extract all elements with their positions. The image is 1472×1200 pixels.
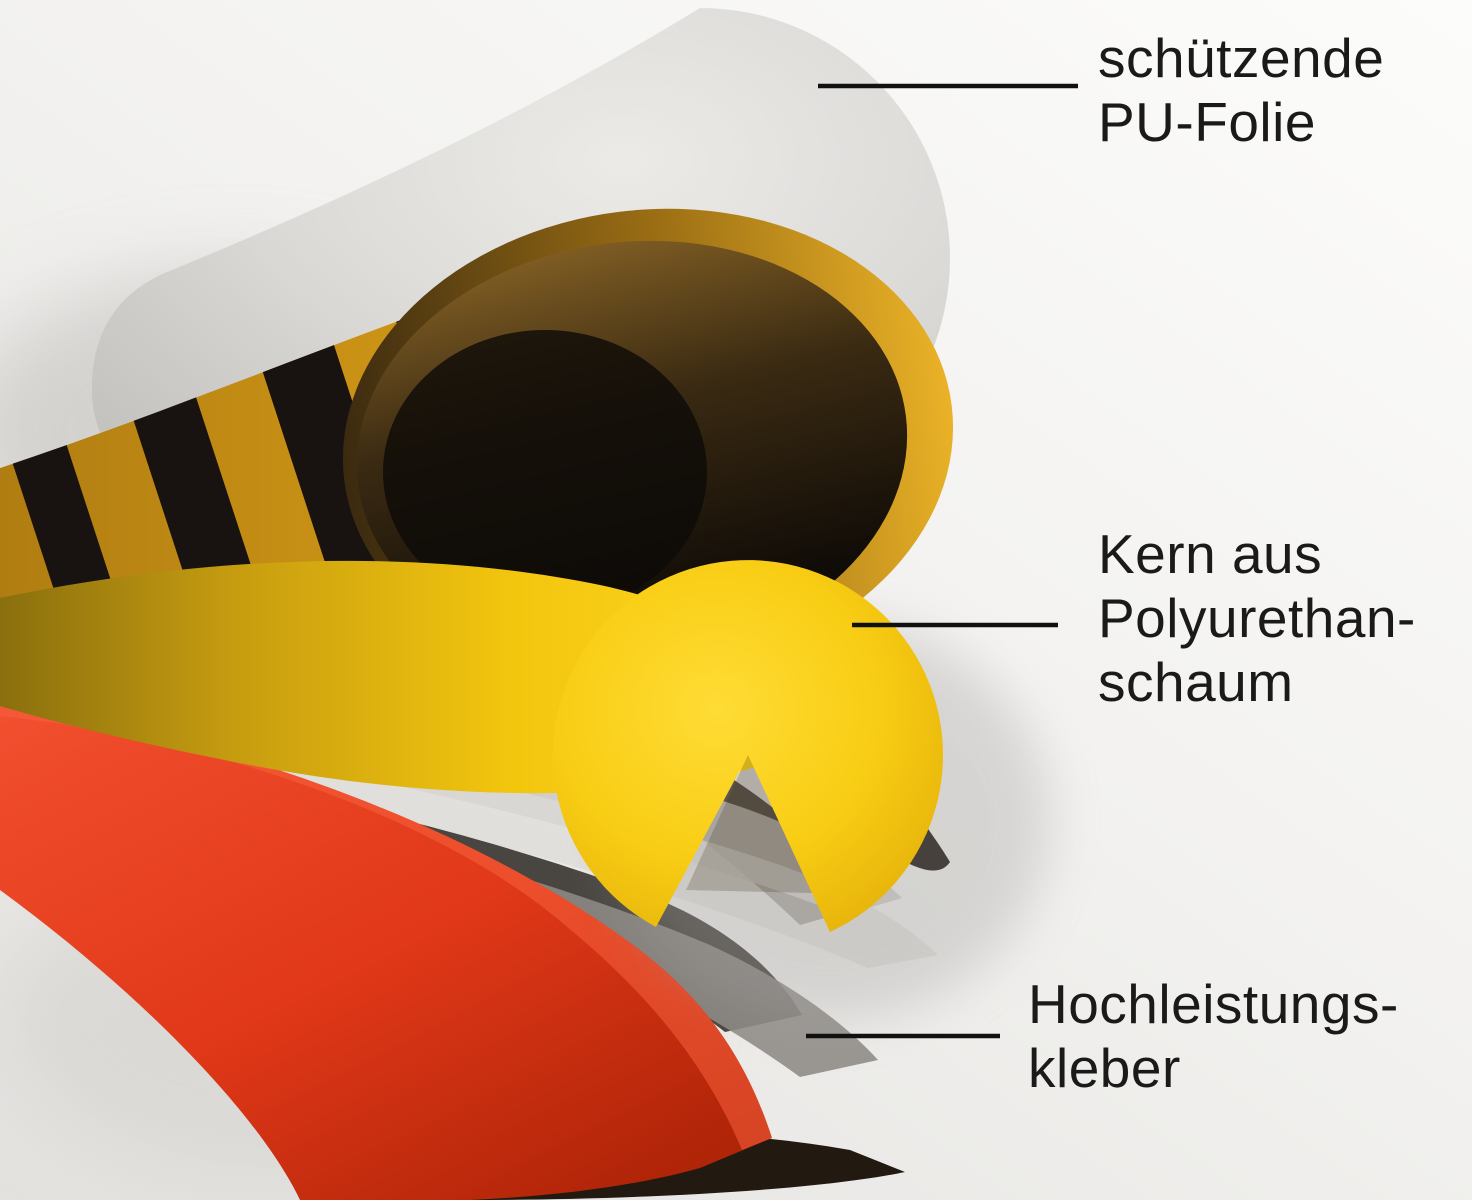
label-pu-folie: schützende PU-Folie	[1098, 27, 1385, 153]
red-liner	[0, 700, 772, 1200]
core-face-circle	[553, 560, 944, 932]
leader-lines	[806, 83, 1078, 1039]
label-hochleistungskleber: Hochleistungs- kleber	[1028, 973, 1399, 1099]
notch-shadow	[686, 755, 812, 893]
striped-foam-shell	[0, 208, 954, 925]
label-kern-polyurethanschaum: Kern aus Polyurethan- schaum	[1098, 523, 1416, 713]
tube-interior-deep	[383, 330, 707, 614]
foam-core	[0, 560, 1050, 1020]
